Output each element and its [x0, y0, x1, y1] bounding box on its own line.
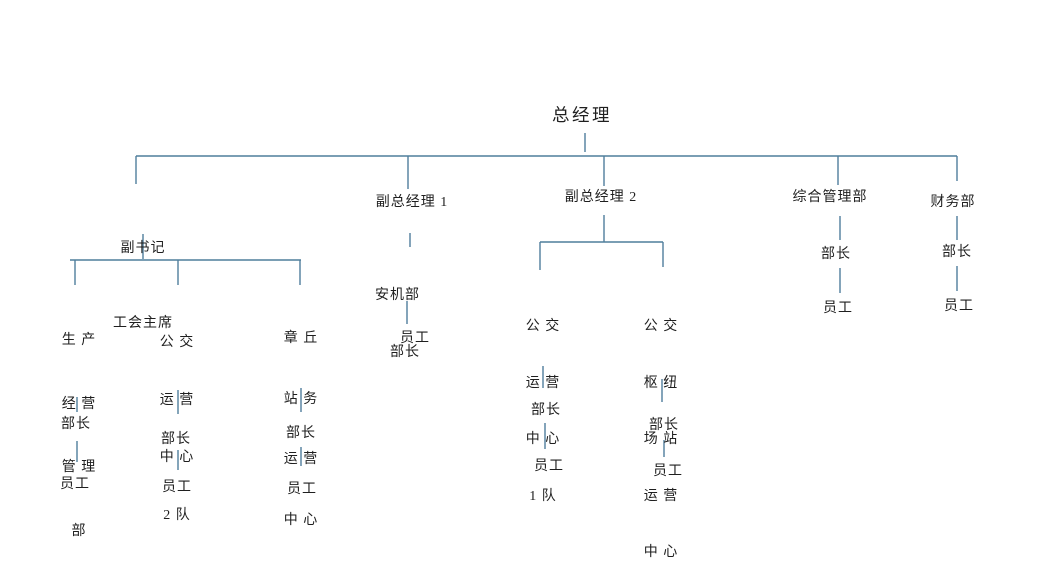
node-bus-ops-team1: 公 交 运 营 中 心 1 队	[526, 281, 561, 543]
node-general-manager: 总经理	[552, 105, 612, 125]
dept-name-line: 枢 纽	[643, 375, 679, 391]
dept-name-line: 运 营	[525, 375, 561, 391]
node-deputy-secretary-line1: 副书记	[120, 241, 166, 256]
dept-name-line: 公 交	[643, 319, 679, 335]
node-production-staff: 员工	[60, 477, 90, 492]
dept-name-line: 管 理	[61, 460, 97, 476]
node-bus-ops-team1-staff: 员工	[534, 459, 564, 474]
node-zhangqiu-staff: 员工	[287, 482, 317, 497]
dept-name-line: 中 心	[643, 544, 679, 560]
node-deputy-gm2: 副总经理 2	[564, 190, 638, 205]
dept-name-line: 部长	[390, 344, 420, 360]
dept-name-line: 中 心	[283, 512, 319, 528]
node-general-management-head: 部长	[821, 247, 851, 262]
node-finance-dept: 财务部	[930, 195, 976, 210]
dept-name-line: 安机部	[375, 288, 420, 304]
node-anji-dept: 安机部 部长	[375, 250, 420, 399]
node-deputy-secretary-line2: 工会主席	[113, 316, 173, 331]
connector-group	[70, 133, 958, 470]
node-finance-head: 部长	[942, 245, 972, 260]
node-finance-staff: 员工	[944, 299, 974, 314]
dept-name-line: 部	[71, 523, 87, 539]
node-hub-station: 公 交 枢 纽 场 站 运 营 中 心	[644, 281, 679, 577]
node-bus-ops-team2-head: 部长	[161, 432, 191, 447]
node-general-management-dept: 综合管理部	[792, 190, 868, 205]
node-production-head: 部长	[61, 417, 91, 432]
node-bus-ops-team2-staff: 员工	[162, 480, 192, 495]
node-hub-station-head: 部长	[649, 418, 679, 433]
dept-name-line: 生 产	[61, 333, 97, 349]
dept-name-line: 运 营	[283, 452, 319, 468]
node-zhangqiu-head: 部长	[286, 426, 316, 441]
node-zhangqiu-station: 章 丘 站 务 运 营 中 心	[284, 291, 319, 569]
dept-name-line: 运 营	[643, 488, 679, 504]
node-bus-ops-team1-head: 部长	[531, 403, 561, 418]
node-deputy-gm1: 副总经理 1	[375, 195, 449, 210]
node-bus-ops-team2: 公 交 运 营 中 心 2 队	[160, 296, 195, 562]
dept-name-line: 公 交	[525, 319, 561, 335]
dept-name-line: 1 队	[529, 488, 557, 504]
dept-name-line: 中 心	[159, 450, 195, 466]
node-deputy-secretary: 副书记 工会主席	[113, 186, 173, 386]
dept-name-line: 经 营	[61, 396, 97, 412]
dept-name-line: 章 丘	[283, 331, 319, 347]
dept-name-line: 运 营	[159, 392, 195, 408]
dept-name-line: 中 心	[525, 432, 561, 448]
dept-name-line: 2 队	[163, 507, 191, 523]
dept-name-line: 公 交	[159, 335, 195, 351]
node-hub-station-staff: 员工	[653, 464, 683, 479]
node-production-dept: 生 产 经 营 管 理 部	[62, 291, 97, 577]
node-general-management-staff: 员工	[823, 301, 853, 316]
dept-name-line: 场 站	[643, 432, 679, 448]
dept-name-line: 站 务	[283, 391, 319, 407]
node-anji-staff: 员工	[400, 331, 430, 346]
